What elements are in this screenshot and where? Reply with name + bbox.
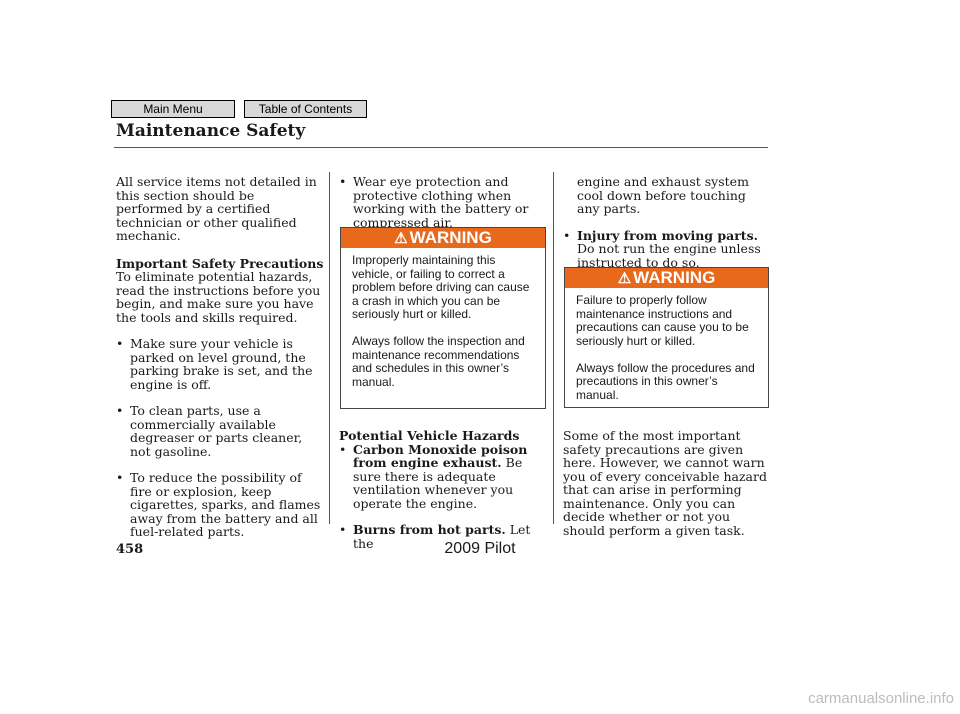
potential-hazards-heading: Potential Vehicle Hazards <box>339 428 520 443</box>
warning-triangle-icon: ⚠ <box>617 270 632 287</box>
footer-model: 2009 Pilot <box>444 540 516 557</box>
warning-box-1: ⚠WARNING Improperly maintaining this veh… <box>340 227 546 409</box>
burns-hazard-text: Let the <box>353 522 531 551</box>
column-divider <box>553 172 554 524</box>
warning-label: WARNING <box>409 228 492 247</box>
warning-banner: ⚠WARNING <box>341 228 545 248</box>
main-menu-button[interactable]: Main Menu <box>111 100 235 118</box>
column-divider <box>329 172 330 524</box>
warning-body: Improperly maintaining this vehicle, or … <box>341 248 545 389</box>
column-1: All service items not detailed in this s… <box>116 175 324 539</box>
watermark: carmanualsonline.info <box>808 690 954 707</box>
warning-banner: ⚠WARNING <box>565 268 768 288</box>
closing-paragraph: Some of the most important safety precau… <box>563 428 767 538</box>
warning-text: Failure to properly follow maintenance i… <box>576 293 749 348</box>
warning-triangle-icon: ⚠ <box>394 230 408 247</box>
column-2: Wear eye protection and protective cloth… <box>339 175 549 229</box>
warning-text: Always follow the inspection and mainten… <box>352 334 525 389</box>
list-item: To clean parts, use a commercially avail… <box>116 404 324 458</box>
list-item: Wear eye protection and protective cloth… <box>339 175 549 229</box>
title-rule <box>114 147 768 148</box>
list-item: Make sure your vehicle is parked on leve… <box>116 337 324 391</box>
list-item: Burns from hot parts. Let the <box>339 523 549 550</box>
intro-paragraph: All service items not detailed in this s… <box>116 174 317 243</box>
burns-hazard-title: Burns from hot parts. <box>353 522 506 537</box>
warning-body: Failure to properly follow maintenance i… <box>565 288 768 402</box>
important-safety-heading: Important Safety Precautions <box>116 255 324 271</box>
co-hazard-text: Be sure there is adequate ventilation wh… <box>353 455 523 511</box>
warning-text: Improperly maintaining this vehicle, or … <box>352 253 530 321</box>
warning-label: WARNING <box>633 268 716 287</box>
column-3-lower: Some of the most important safety precau… <box>563 429 770 537</box>
page-number: 458 <box>116 542 144 557</box>
precaution-paragraph: To eliminate potential hazards, read the… <box>116 269 321 325</box>
co-hazard-title: Carbon Monoxide poison from engine exhau… <box>353 441 528 470</box>
list-item: Carbon Monoxide poison from engine exhau… <box>339 441 549 511</box>
warning-box-2: ⚠WARNING Failure to properly follow main… <box>564 267 769 408</box>
injury-hazard-title: Injury from moving parts. <box>577 227 758 243</box>
injury-hazard-text: Do not run the engine unless instructed … <box>577 241 761 270</box>
continued-text: engine and exhaust system cool down befo… <box>577 174 749 216</box>
page-title: Maintenance Safety <box>116 121 306 141</box>
table-of-contents-button[interactable]: Table of Contents <box>244 100 367 118</box>
column-2-lower: Potential Vehicle Hazards Carbon Monoxid… <box>339 429 549 550</box>
list-item: Injury from moving parts. Do not run the… <box>563 227 768 270</box>
list-item: To reduce the possibility of fire or exp… <box>116 471 324 539</box>
warning-text: Always follow the procedures and precaut… <box>576 360 755 402</box>
column-3: engine and exhaust system cool down befo… <box>563 175 768 269</box>
